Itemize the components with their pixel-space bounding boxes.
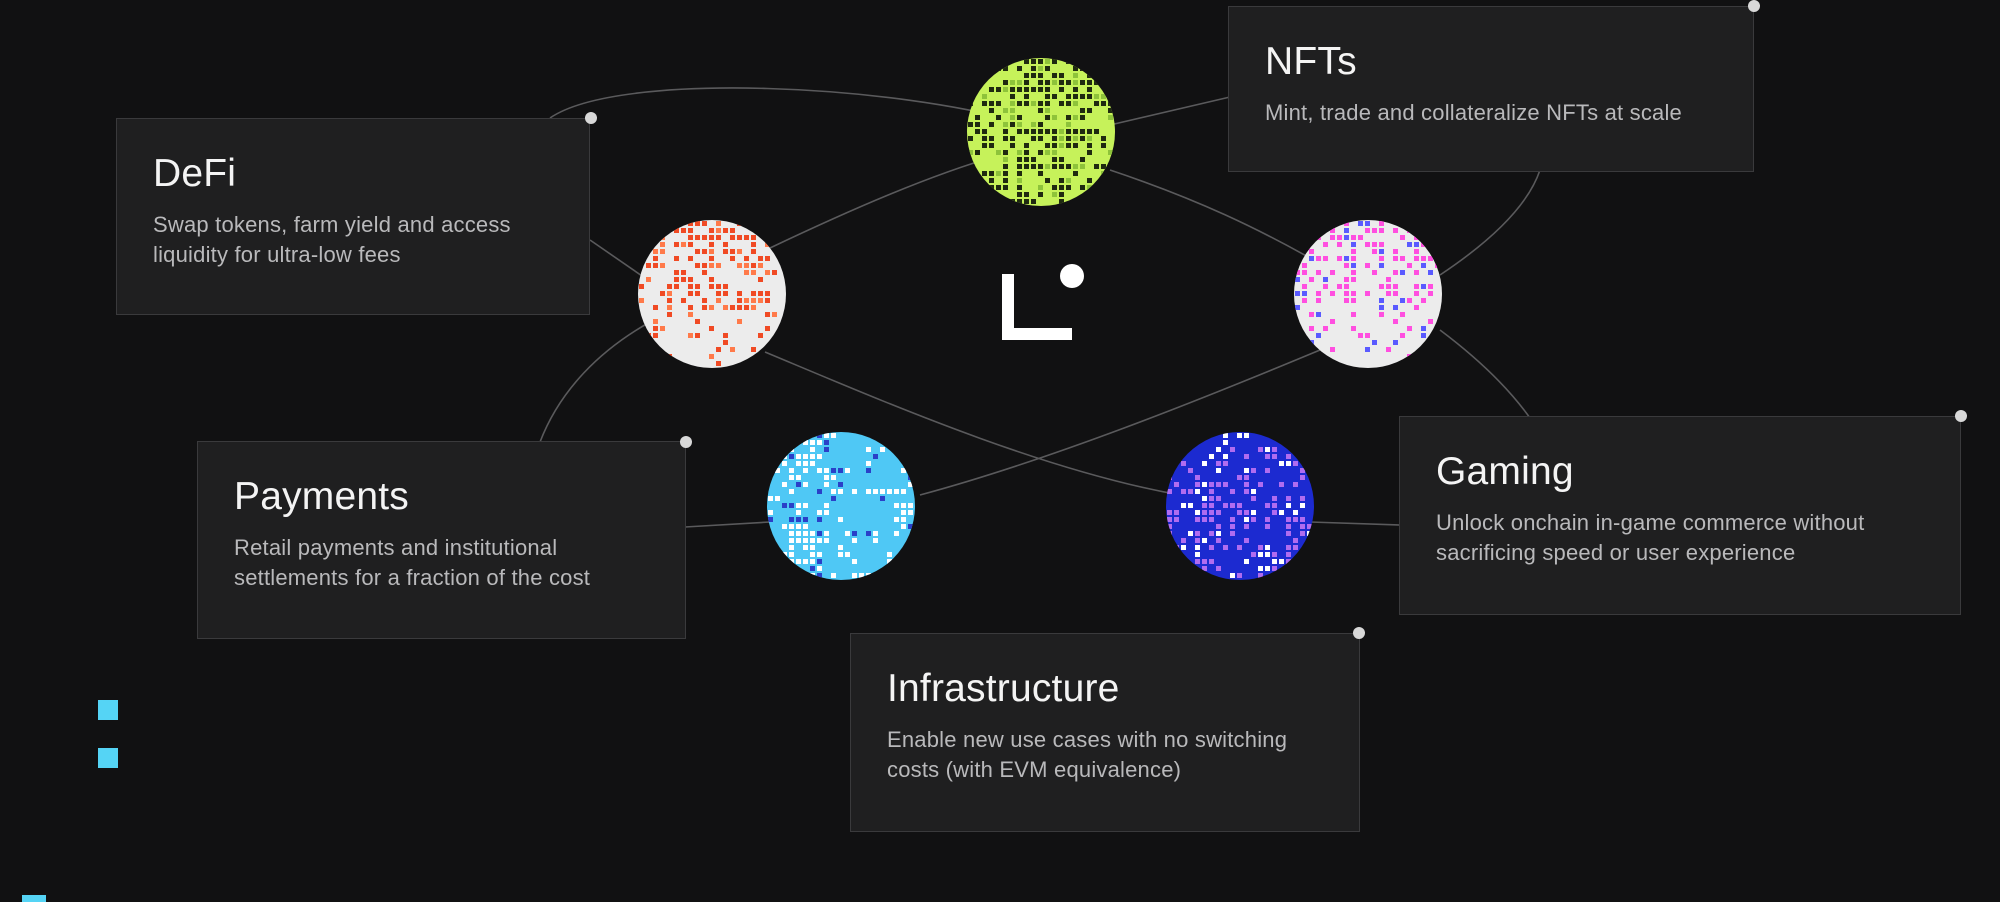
card-nfts[interactable]: NFTs Mint, trade and collateralize NFTs … [1228, 6, 1754, 172]
connector-outer-right-low [1439, 329, 1531, 419]
pixel-orb-blue-icon [1166, 432, 1314, 580]
connector-orbit-a [769, 154, 1001, 249]
card-title: Infrastructure [887, 667, 1120, 710]
card-corner-dot [1955, 410, 1967, 422]
card-title: Gaming [1436, 450, 1574, 493]
card-corner-dot [1353, 627, 1365, 639]
card-corner-dot [680, 436, 692, 448]
card-title: DeFi [153, 152, 237, 195]
card-corner-dot [1748, 0, 1760, 12]
pixel-orb-green-icon [967, 58, 1115, 206]
connector-defi-orb [589, 239, 646, 279]
connector-orbit-b [1109, 169, 1311, 259]
card-corner-dot [585, 112, 597, 124]
accent-square [98, 700, 118, 720]
card-title: NFTs [1265, 40, 1357, 83]
accent-square [22, 895, 46, 902]
connector-payments [684, 521, 771, 528]
connector-outer-left [539, 321, 651, 443]
connector-nfts [1109, 96, 1231, 126]
card-infrastructure[interactable]: Infrastructure Enable new use cases with… [850, 633, 1360, 832]
connector-outer-right [1439, 169, 1541, 276]
pixel-orb-orange-icon [638, 220, 786, 368]
linea-logo-icon [1002, 264, 1084, 340]
connector-orbit-c [764, 351, 1181, 496]
card-description: Mint, trade and collateralize NFTs at sc… [1265, 99, 1682, 125]
card-gaming[interactable]: Gaming Unlock onchain in-game commerce w… [1399, 416, 1961, 615]
card-defi[interactable]: DeFi Swap tokens, farm yield and access … [116, 118, 590, 315]
card-description: Enable new use cases with no switching c… [887, 726, 1288, 783]
pixel-orb-magenta-icon [1294, 220, 1442, 368]
connector-gaming [1309, 521, 1401, 526]
card-title: Payments [234, 475, 410, 518]
accent-square [98, 748, 118, 768]
pixel-orb-cyan-icon [767, 432, 915, 580]
connector-orbit-d [919, 349, 1321, 496]
card-payments[interactable]: Payments Retail payments and institution… [197, 441, 686, 639]
card-description: Retail payments and institutional settle… [234, 534, 591, 591]
card-description: Unlock onchain in-game commerce without … [1436, 509, 1865, 566]
connector-outer-top [549, 87, 1031, 126]
card-description: Swap tokens, farm yield and access liqui… [153, 211, 511, 268]
